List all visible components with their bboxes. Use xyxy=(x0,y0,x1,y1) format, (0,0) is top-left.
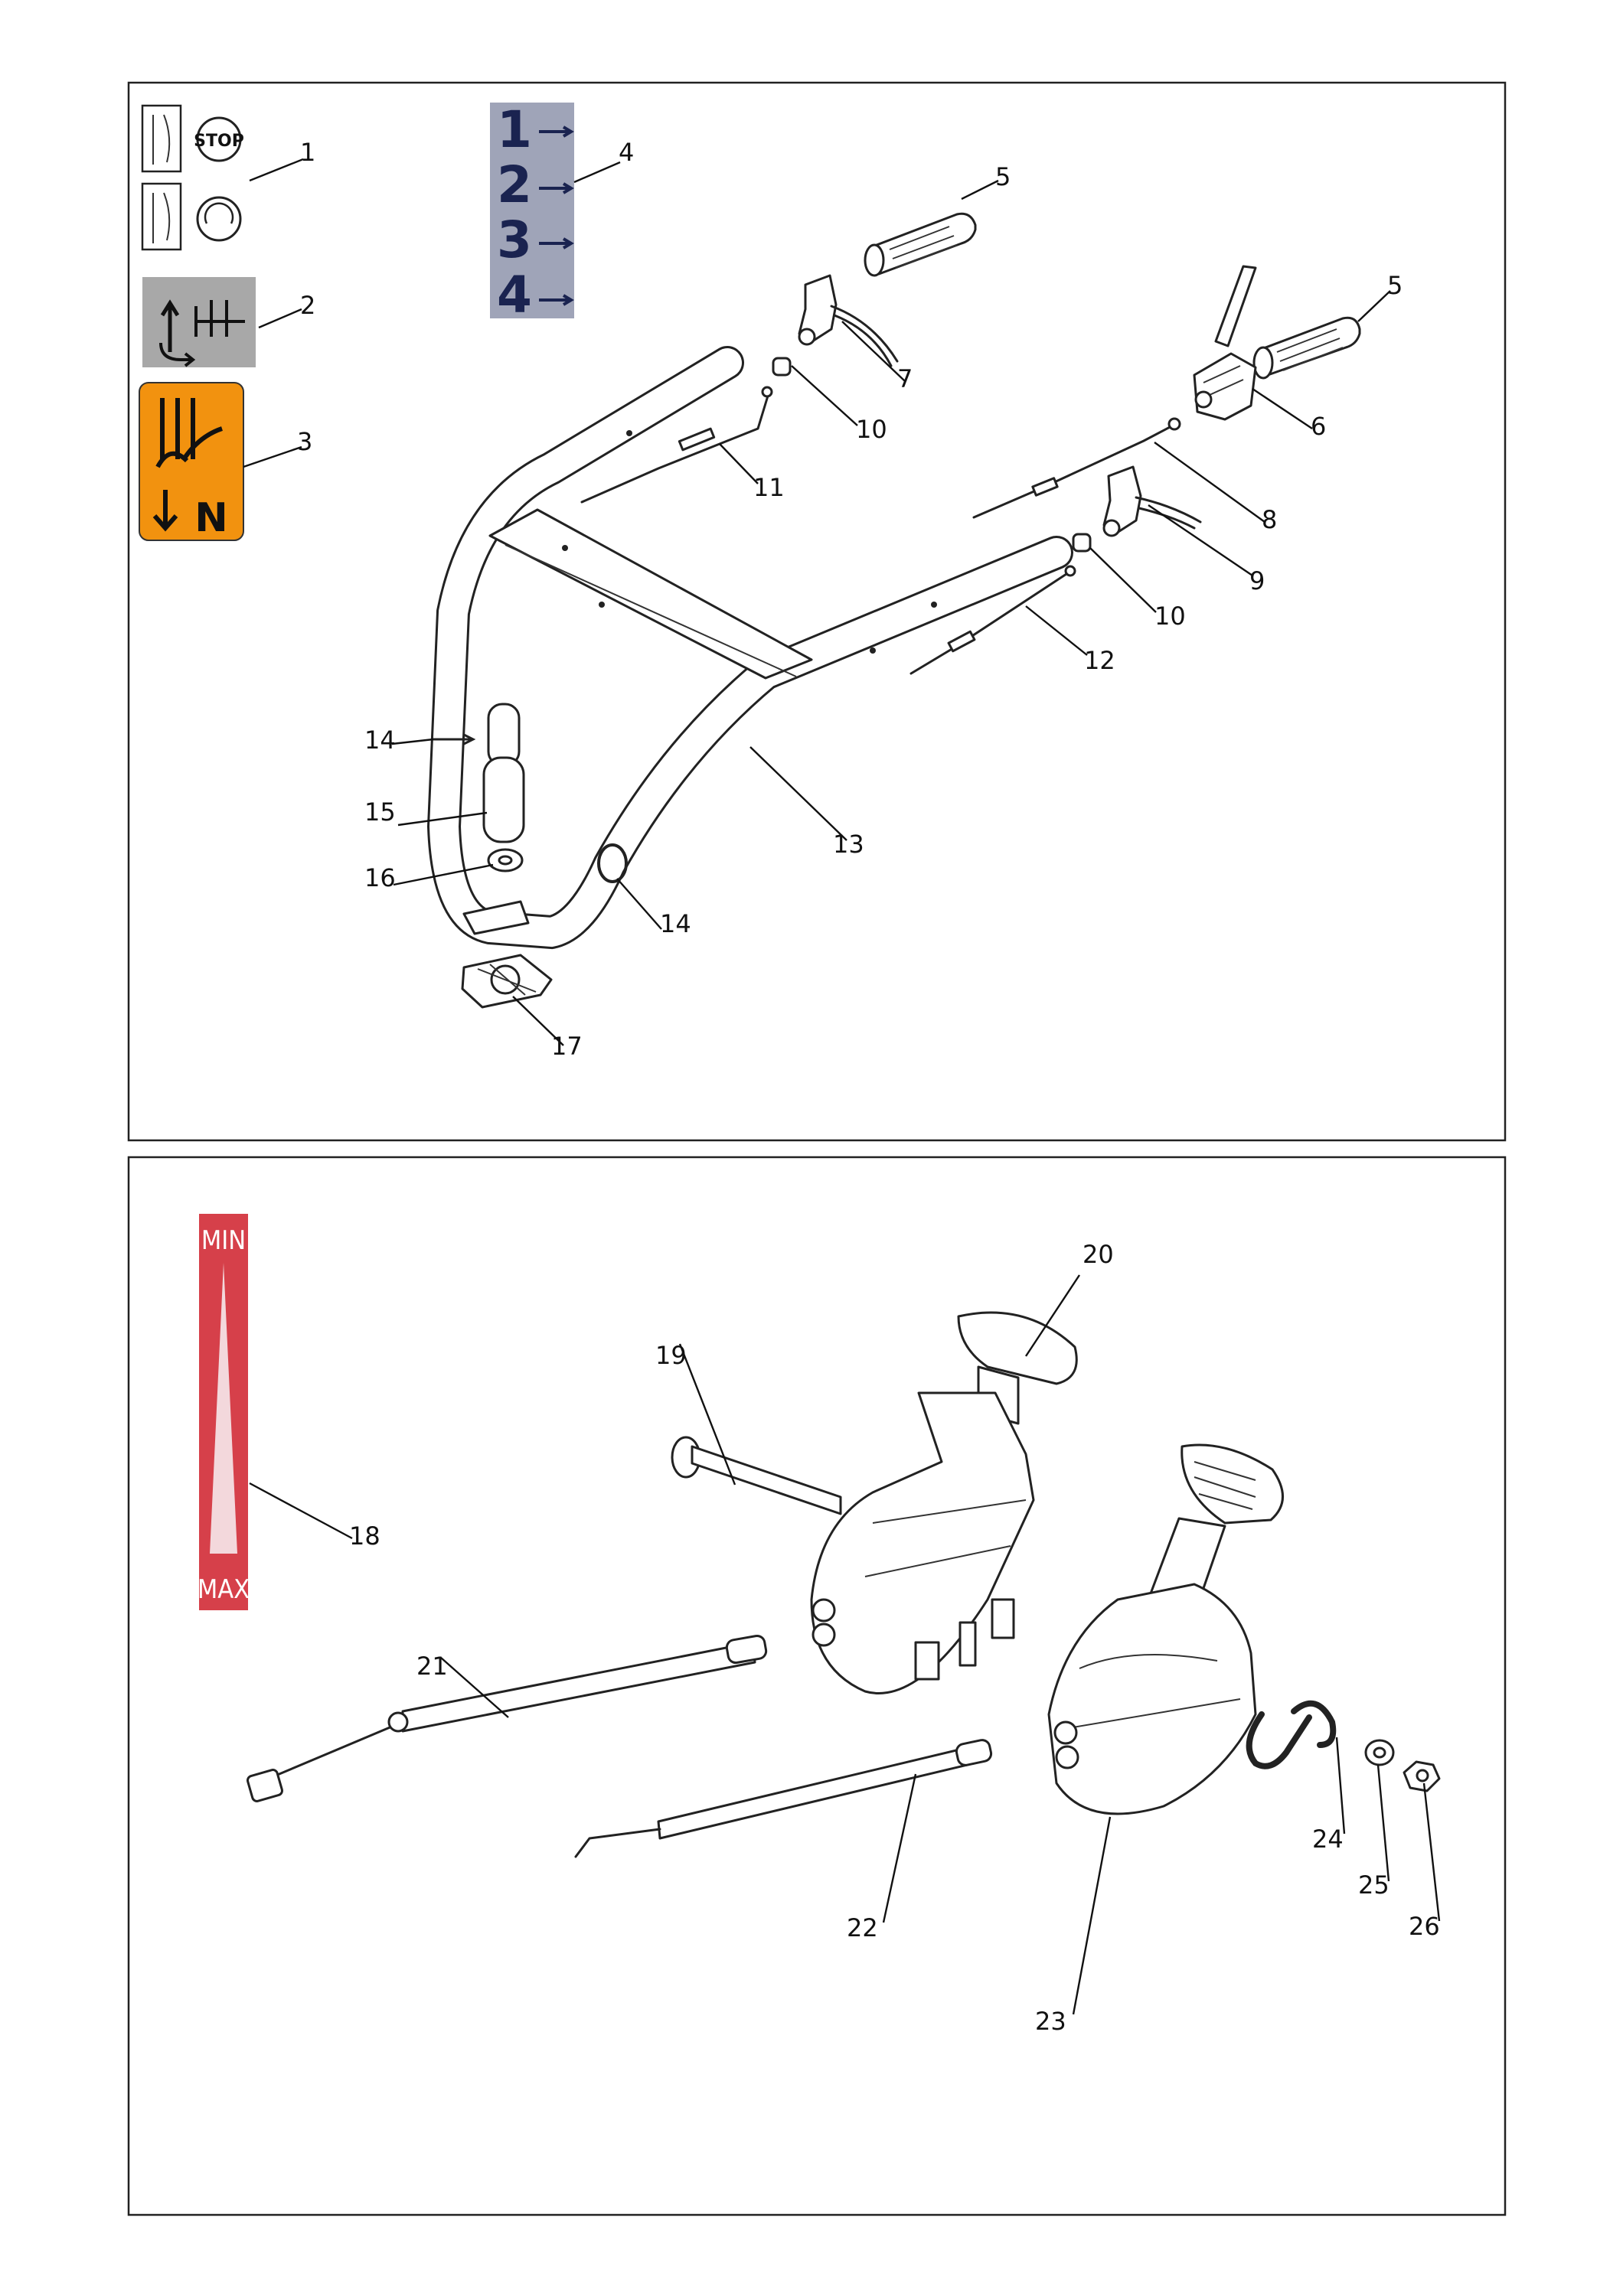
callout-17: 17 xyxy=(551,1032,583,1061)
knob-20 xyxy=(957,1311,1078,1425)
callout-24: 24 xyxy=(1312,1825,1344,1854)
lever-6 xyxy=(1193,265,1257,421)
leader-lines xyxy=(243,158,1441,2015)
callout-7: 7 xyxy=(897,364,913,393)
callout-5b: 5 xyxy=(1387,271,1403,300)
washer-16 xyxy=(487,848,524,872)
lever-9 xyxy=(1102,465,1202,537)
top-panel-frame xyxy=(127,81,1507,1142)
washer-25 xyxy=(1364,1739,1395,1766)
cable-11 xyxy=(580,386,773,504)
callout-19: 19 xyxy=(655,1341,687,1370)
throttle-max: MAX xyxy=(198,1574,250,1605)
bolt-19 xyxy=(671,1436,842,1515)
callout-10a: 10 xyxy=(856,415,887,444)
callout-6: 6 xyxy=(1311,412,1326,441)
callout-18: 18 xyxy=(349,1521,380,1551)
callout-15: 15 xyxy=(364,797,396,827)
callout-14b: 14 xyxy=(660,909,691,938)
callout-9: 9 xyxy=(1249,566,1265,595)
nut-26 xyxy=(1403,1760,1441,1792)
shift-housing-left xyxy=(810,1391,1035,1694)
callout-1: 1 xyxy=(300,138,315,167)
callout-numbers: 1 2 3 4 5 5 6 7 8 9 10 10 11 12 13 14 14… xyxy=(297,138,1440,2036)
clip-24 xyxy=(1246,1700,1337,1769)
gear-4: 4 xyxy=(497,266,532,325)
callout-2: 2 xyxy=(300,291,315,320)
gear-2: 2 xyxy=(497,155,532,214)
gear-1: 1 xyxy=(497,100,532,159)
callout-13: 13 xyxy=(833,830,864,859)
nut-10b xyxy=(1072,533,1092,553)
callout-3: 3 xyxy=(297,427,312,456)
callout-14a: 14 xyxy=(364,726,396,755)
shift-housing-23 xyxy=(1047,1583,1257,1815)
decal-neutral-orange: N xyxy=(139,382,244,541)
nut-10a xyxy=(772,357,792,377)
cable-12 xyxy=(909,565,1076,675)
base-17 xyxy=(461,954,553,1009)
callout-26: 26 xyxy=(1409,1912,1440,1941)
callout-20: 20 xyxy=(1083,1240,1114,1269)
callout-4: 4 xyxy=(619,138,634,167)
grip-right xyxy=(1252,316,1361,380)
bottom-panel-frame xyxy=(127,1156,1507,2216)
gear-3: 3 xyxy=(497,210,532,269)
callout-5a: 5 xyxy=(995,162,1011,191)
neutral-letter: N xyxy=(194,495,228,541)
callout-16: 16 xyxy=(364,863,396,892)
callout-10b: 10 xyxy=(1154,602,1186,631)
callout-25: 25 xyxy=(1358,1870,1390,1900)
clamp-14 xyxy=(597,843,628,883)
cable-8 xyxy=(972,417,1181,519)
rod-21 xyxy=(247,1634,768,1802)
decal-gears: 1 2 3 4 xyxy=(490,100,574,325)
callout-8: 8 xyxy=(1262,505,1277,534)
callout-23: 23 xyxy=(1035,2007,1066,2036)
throttle-min: MIN xyxy=(201,1225,246,1256)
callout-11: 11 xyxy=(753,473,785,502)
handle-knob-15 xyxy=(482,703,525,843)
lever-7 xyxy=(798,274,899,367)
decal-shift-grey xyxy=(142,277,256,367)
decal-lever-stop: STOP xyxy=(141,104,244,251)
grip-left xyxy=(864,212,977,277)
callout-22: 22 xyxy=(847,1913,878,1942)
callout-21: 21 xyxy=(416,1652,448,1681)
decal-throttle: MIN MAX xyxy=(198,1214,250,1610)
rod-22 xyxy=(574,1739,993,1858)
pin-14 xyxy=(432,733,476,745)
callout-12: 12 xyxy=(1084,646,1115,675)
handlebar-frame xyxy=(426,346,1073,950)
base-plate xyxy=(462,900,530,935)
stop-sign-text: STOP xyxy=(194,132,244,151)
